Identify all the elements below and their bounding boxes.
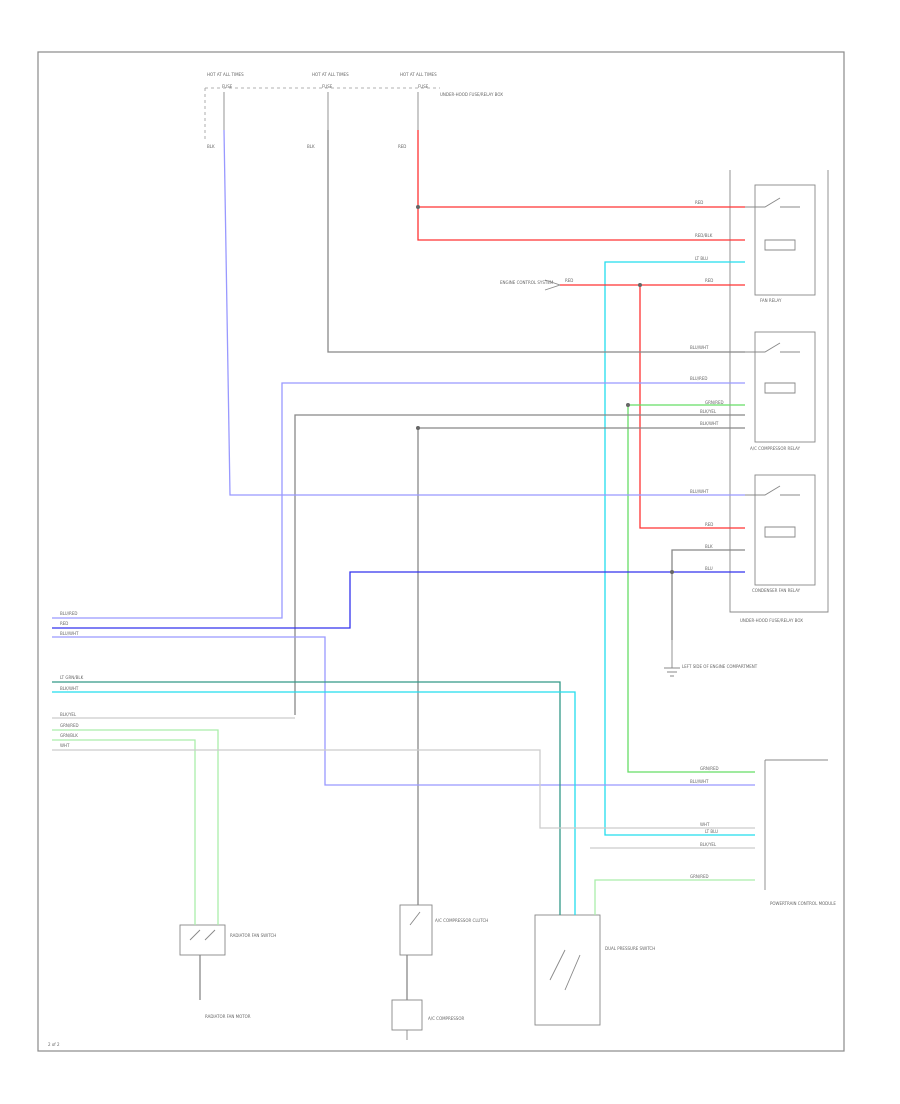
wire-label-24: BLU/WHT bbox=[690, 779, 709, 784]
ground-left-engine: LEFT SIDE OF ENGINE COMPARTMENT bbox=[664, 640, 758, 677]
wire-label-28: GRN/RED bbox=[690, 874, 709, 879]
wire-blue-pcm bbox=[52, 636, 755, 786]
fan-relay: FAN RELAY bbox=[745, 184, 816, 303]
wire-label-0: RED bbox=[695, 200, 703, 205]
wire-cyan-fan bbox=[604, 261, 755, 836]
wire-gray-comp-2 bbox=[294, 414, 745, 715]
page-number: 2 of 2 bbox=[48, 1042, 60, 1047]
wire-label-3: RED bbox=[565, 278, 573, 283]
wire-red-condenser bbox=[639, 285, 745, 529]
wire-label-10: BLU/WHT bbox=[690, 489, 709, 494]
wire-label-20: GRN/RED bbox=[60, 723, 79, 728]
wire-blue-fan bbox=[223, 129, 745, 496]
compressor: A/C COMPRESSOR bbox=[391, 999, 464, 1040]
wire-cyan-2 bbox=[52, 691, 576, 915]
wire-label-13: BLU bbox=[705, 566, 713, 571]
splice-dot-4 bbox=[416, 426, 420, 430]
radiator-fan-switch: RADIATOR FAN SWITCH bbox=[179, 924, 276, 956]
condenser-fan-relay-label: CONDENSER FAN RELAY bbox=[752, 588, 801, 593]
wire-label-17: LT GRN/BLK bbox=[60, 675, 84, 680]
clutch-label: A/C COMPRESSOR CLUTCH bbox=[435, 918, 488, 923]
fan-relay-label: FAN RELAY bbox=[760, 298, 782, 303]
compressor-relay-label: A/C COMPRESSOR RELAY bbox=[750, 446, 801, 451]
wire-label-11: RED bbox=[705, 522, 713, 527]
wire-label-4: RED bbox=[705, 278, 713, 283]
wire-label-7: GRN/RED bbox=[705, 400, 724, 405]
relay-box-label: UNDER-HOOD FUSE/RELAY BOX bbox=[740, 618, 803, 623]
relay-box-outline bbox=[729, 170, 829, 613]
wire-label-30: BLK bbox=[307, 144, 315, 149]
fuse-1: HOT AT ALL TIMES FUSE bbox=[207, 72, 244, 135]
fuse-3-header: HOT AT ALL TIMES bbox=[400, 72, 437, 77]
wire-teal-1 bbox=[52, 681, 561, 915]
fuse-1-label: FUSE bbox=[222, 84, 233, 89]
wire-gray-comp bbox=[327, 130, 745, 353]
wire-label-27: BLK/YEL bbox=[700, 842, 717, 847]
wire-blue-comp bbox=[52, 382, 745, 619]
wire-green-3 bbox=[52, 739, 196, 925]
fuse-1-header: HOT AT ALL TIMES bbox=[207, 72, 244, 77]
wire-green-comp bbox=[627, 404, 755, 773]
wire-red-fan-1 bbox=[417, 130, 745, 208]
wire-label-22: WHT bbox=[60, 743, 70, 748]
wire-label-25: WHT bbox=[700, 822, 710, 827]
wire-green-pcm bbox=[594, 879, 755, 915]
splice-dot-1 bbox=[638, 283, 642, 287]
wire-labels: RED RED/BLK LT BLU RED RED BLU/WHT BLU/RED GRN/… bbox=[60, 144, 724, 879]
fuse-2-label: FUSE bbox=[322, 84, 333, 89]
wire-label-5: BLU/WHT bbox=[690, 345, 709, 350]
wire-label-6: BLU/RED bbox=[690, 376, 707, 381]
ground-label: LEFT SIDE OF ENGINE COMPARTMENT bbox=[682, 664, 758, 669]
radiator-fan-switch-label: RADIATOR FAN SWITCH bbox=[230, 933, 276, 938]
dual-pressure-switch: DUAL PRESSURE SWITCH bbox=[534, 914, 655, 1026]
wire-lgray-5 bbox=[52, 749, 755, 829]
wire-label-12: BLK bbox=[705, 544, 713, 549]
wire-label-9: BLK/WHT bbox=[700, 421, 719, 426]
wire-gray-ground bbox=[671, 549, 745, 640]
wire-label-8: BLK/YEL bbox=[700, 409, 717, 414]
engine-control-label: ENGINE CONTROL SYSTEM bbox=[500, 280, 554, 285]
pressure-switch-label: DUAL PRESSURE SWITCH bbox=[605, 946, 655, 951]
fuse-2: HOT AT ALL TIMES FUSE bbox=[312, 72, 349, 135]
wire-dblue-cond bbox=[52, 571, 745, 629]
fuse-location-label: UNDER-HOOD FUSE/RELAY BOX bbox=[440, 92, 503, 97]
control-module: POWERTRAIN CONTROL MODULE bbox=[764, 759, 836, 906]
fuse-3: HOT AT ALL TIMES FUSE bbox=[400, 72, 437, 135]
splice-dot-2 bbox=[670, 570, 674, 574]
wire-label-29: BLK bbox=[207, 144, 215, 149]
wire-label-15: RED bbox=[60, 621, 68, 626]
diagram-frame bbox=[37, 51, 845, 1052]
compressor-label: A/C COMPRESSOR bbox=[428, 1016, 464, 1021]
radiator-fan-label: RADIATOR FAN MOTOR bbox=[205, 1014, 251, 1019]
wire-label-1: RED/BLK bbox=[695, 233, 713, 238]
compressor-relay: A/C COMPRESSOR RELAY bbox=[745, 331, 816, 451]
wire-label-16: BLU/WHT bbox=[60, 631, 79, 636]
fuse-2-header: HOT AT ALL TIMES bbox=[312, 72, 349, 77]
splice-dot-0 bbox=[416, 205, 420, 209]
fuse-3-label: FUSE bbox=[418, 84, 429, 89]
wire-green-2 bbox=[52, 729, 219, 925]
wire-label-23: GRN/RED bbox=[700, 766, 719, 771]
compressor-clutch: A/C COMPRESSOR CLUTCH bbox=[399, 904, 488, 956]
control-module-label: POWERTRAIN CONTROL MODULE bbox=[770, 901, 836, 906]
wire-red-fan-2 bbox=[417, 207, 745, 241]
wire-label-21: GRN/BLK bbox=[60, 733, 78, 738]
wire-label-14: BLU/RED bbox=[60, 611, 77, 616]
condenser-fan-relay: CONDENSER FAN RELAY bbox=[745, 474, 816, 593]
wire-label-26: LT BLU bbox=[705, 829, 718, 834]
fuse-box-outline bbox=[204, 87, 440, 140]
wire-label-2: LT BLU bbox=[695, 256, 708, 261]
wire-label-31: RED bbox=[398, 144, 406, 149]
wire-label-18: BLK/WHT bbox=[60, 686, 79, 691]
splice-dot-3 bbox=[626, 403, 630, 407]
wire-label-19: BLK/YEL bbox=[60, 712, 77, 717]
wires bbox=[52, 129, 755, 1000]
